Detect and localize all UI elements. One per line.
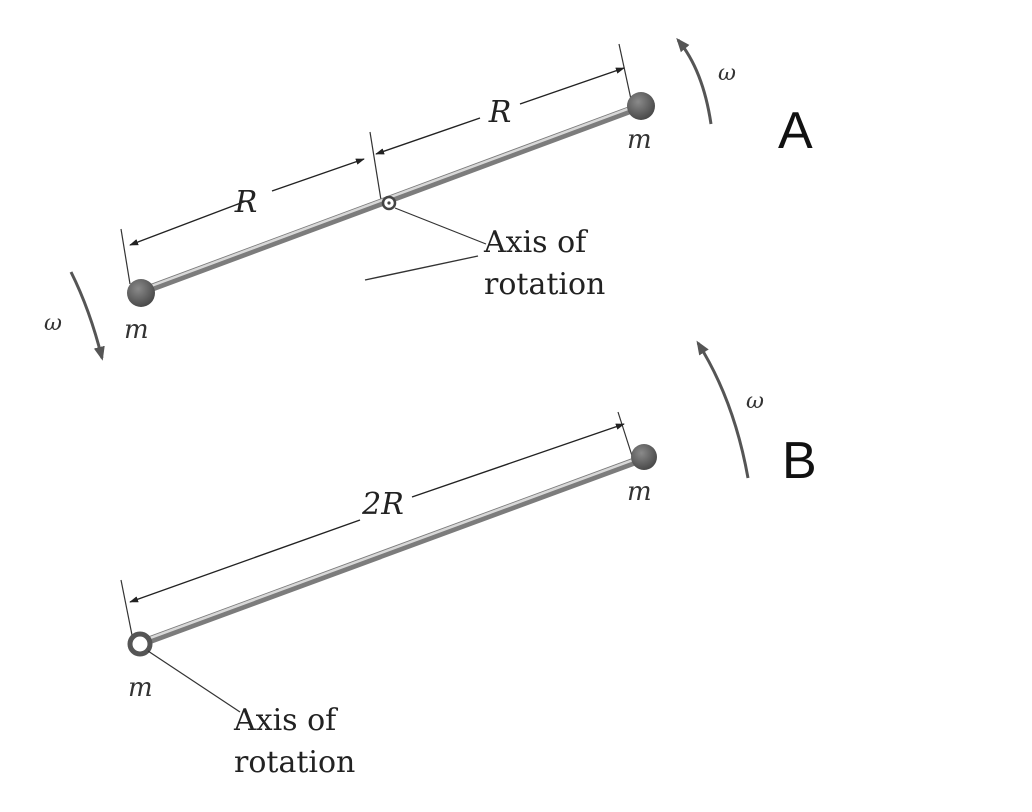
mass-right-a <box>627 92 655 120</box>
mass-label-right-b: m <box>627 477 652 507</box>
axis-label-line2-b: rotation <box>234 745 355 780</box>
extension-line-right-b <box>617 411 635 463</box>
diagram-a: R R m m Axis of rotation ω ω A <box>44 37 813 361</box>
omega-label-b: ω <box>746 389 764 414</box>
axis-leader-a <box>394 207 487 245</box>
extension-line-left-b <box>120 579 133 636</box>
dimension-2r <box>129 423 625 603</box>
axis-leader-b <box>147 650 241 713</box>
axis-label-line1-a: Axis of <box>483 225 588 260</box>
diagram-label-a: A <box>778 102 813 160</box>
omega-arrow-right-a <box>676 37 713 125</box>
mass-left-a <box>127 279 155 307</box>
axis-label-line2-a: rotation <box>484 267 605 302</box>
dimension-label-right-r: R <box>488 95 512 130</box>
stray-mark <box>364 255 479 281</box>
mass-label-right-a: m <box>627 125 652 155</box>
extension-line-left-a <box>120 228 131 285</box>
omega-label-left-a: ω <box>44 311 62 336</box>
extension-line-center-a <box>369 131 382 201</box>
axis-label-line1-b: Axis of <box>233 703 338 738</box>
dimension-label-left-r: R <box>234 185 258 220</box>
dimension-left-r <box>129 158 365 246</box>
omega-arrow-b <box>696 340 750 479</box>
mass-right-b <box>631 444 657 470</box>
extension-line-right-a <box>618 43 633 105</box>
omega-arrow-left-a <box>69 271 105 361</box>
mass-left-pivot-b <box>127 631 153 657</box>
omega-label-right-a: ω <box>718 61 736 86</box>
mass-label-left-a: m <box>124 315 149 345</box>
diagram-label-b: B <box>782 432 817 490</box>
rod-b <box>138 454 648 647</box>
mass-label-left-b: m <box>128 673 153 703</box>
dimension-label-2r: 2R <box>361 487 404 522</box>
diagram-b: 2R m m Axis of rotation ω B <box>120 340 817 780</box>
dimension-right-r <box>375 67 625 155</box>
